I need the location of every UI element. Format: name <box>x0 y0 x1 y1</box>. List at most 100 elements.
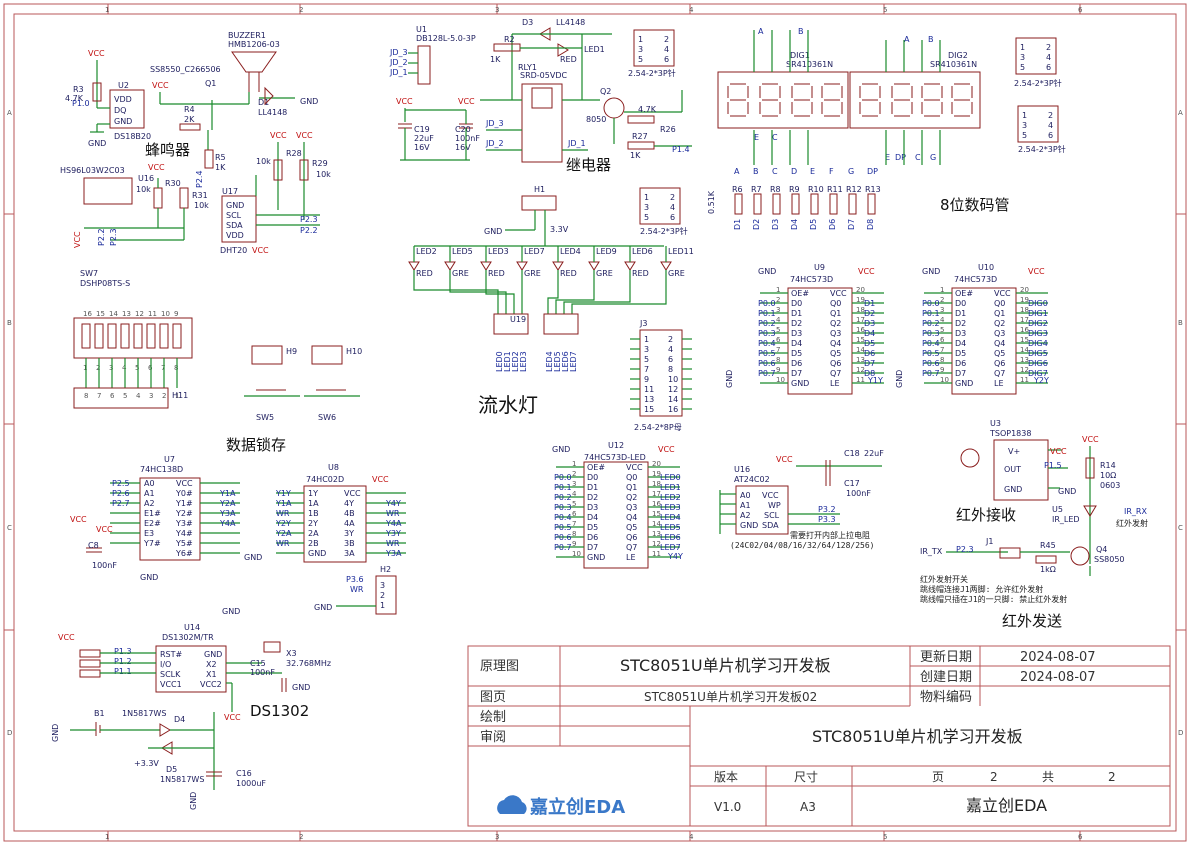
net-ir-tx: IR_TX <box>920 547 943 556</box>
svg-text:OUT: OUT <box>1004 465 1021 474</box>
svg-text:D1: D1 <box>587 483 598 492</box>
svg-text:GND: GND <box>791 379 809 388</box>
svg-text:1: 1 <box>644 193 649 202</box>
sw7-model: DSHP08TS-S <box>80 279 130 288</box>
svg-text:8: 8 <box>940 356 944 364</box>
tb-total: 2 <box>1108 770 1116 784</box>
segment-net: DP <box>867 167 878 176</box>
data-bus-net: P0.4 <box>758 339 776 348</box>
d3-value: LL4148 <box>556 18 585 27</box>
net-gnd: GND <box>51 724 60 742</box>
net-vcc: VCC <box>296 131 313 140</box>
net-vcc: VCC <box>1028 267 1045 276</box>
tb-board: STC8051U单片机学习开发板 <box>812 727 1023 746</box>
output-net: D6 <box>864 349 875 358</box>
h10-ref: H10 <box>346 347 362 356</box>
svg-text:D1: D1 <box>791 309 802 318</box>
svg-text:D6: D6 <box>955 359 966 368</box>
h1-voltage: 3.3V <box>550 225 569 234</box>
eeprom-note: 需要打开内部上拉电阻 <box>790 530 870 540</box>
svg-text:SCLK: SCLK <box>160 670 181 679</box>
net-p32: P3.2 <box>818 505 836 514</box>
data-bus-net: P0.3 <box>554 503 572 512</box>
svg-text:2: 2 <box>664 35 669 44</box>
svg-text:D6: D6 <box>791 359 802 368</box>
svg-text:12: 12 <box>135 310 144 318</box>
resistor-ref: R13 <box>865 185 881 194</box>
svg-text:9: 9 <box>940 366 944 374</box>
gate-net: Y1A <box>275 499 292 508</box>
rly1-model: SRD-05VDC <box>520 71 567 80</box>
svg-text:D5: D5 <box>955 349 966 358</box>
segment-net: D <box>791 167 797 176</box>
svg-text:VDD: VDD <box>114 95 132 104</box>
svg-text:15: 15 <box>1020 336 1029 344</box>
dig2-model: SR410361N <box>930 60 977 69</box>
q4-model: SS8050 <box>1094 555 1125 564</box>
svg-text:3: 3 <box>149 392 153 400</box>
svg-text:D0: D0 <box>791 299 802 308</box>
header-type: 2.54-2*3P针 <box>1018 144 1066 154</box>
svg-text:SDA: SDA <box>762 521 779 530</box>
led1-color: RED <box>560 55 577 64</box>
ds1302-pullups: P1.3 P1.2 P1.1 <box>79 647 156 678</box>
digit-data-net: D4 <box>790 219 799 230</box>
svg-text:11: 11 <box>1020 376 1029 384</box>
dig1-model: SR410361N <box>786 60 833 69</box>
svg-text:8: 8 <box>668 365 673 374</box>
gate-net: WR <box>386 509 400 518</box>
r26-value: 4.7K <box>638 105 657 114</box>
net-vcc: VCC <box>858 267 875 276</box>
h1-ref: H1 <box>534 185 545 194</box>
d5-ref: D5 <box>166 765 177 774</box>
digit-data-net: D6 <box>828 219 837 230</box>
r2-ref: R2 <box>504 35 515 44</box>
tb-page-num: 2 <box>990 770 998 784</box>
row-tick: D <box>1178 729 1183 737</box>
d1-ref: D1 <box>258 98 269 107</box>
tb-version: V1.0 <box>714 800 741 814</box>
u16top-label: U16 <box>138 174 154 183</box>
led-color: RED <box>416 269 433 278</box>
svg-text:15: 15 <box>644 405 654 414</box>
svg-text:E2#: E2# <box>144 519 161 528</box>
ir-note-3: 跳线帽只插在J1的一只脚: 禁止红外发射 <box>920 594 1067 604</box>
seg-e: E <box>754 133 759 142</box>
c18-ref: C18 <box>844 449 860 458</box>
data-bus-net: P0.0 <box>922 299 940 308</box>
data-bus-net: P0.0 <box>758 299 776 308</box>
section-rtc: DS1302 <box>250 702 309 720</box>
output-net: LED3 <box>660 503 681 512</box>
svg-text:7: 7 <box>776 346 780 354</box>
net-vcc: VCC <box>372 475 389 484</box>
c15-ref: C15 <box>250 659 266 668</box>
u7-ref: U7 <box>164 455 175 464</box>
u17-ref: U17 <box>222 187 238 196</box>
output-net: LED4 <box>660 513 681 522</box>
r5-value: 1K <box>215 163 226 172</box>
gate-net: Y1Y <box>275 489 291 498</box>
svg-text:18: 18 <box>652 480 661 488</box>
net-p37: P1.0 <box>72 99 90 108</box>
svg-text:1: 1 <box>940 286 944 294</box>
col-tick: 4 <box>689 6 694 14</box>
net-gnd: GND <box>484 227 502 236</box>
c15-value: 100nF <box>250 668 275 677</box>
led-net: LED4 <box>545 351 554 372</box>
row-tick: A <box>1178 109 1183 117</box>
svg-text:OE#: OE# <box>955 289 973 298</box>
u2-model: DS18B20 <box>114 132 151 141</box>
svg-text:4: 4 <box>668 345 673 354</box>
svg-text:11: 11 <box>644 385 654 394</box>
net-p12: P1.2 <box>114 657 132 666</box>
svg-text:10: 10 <box>776 376 785 384</box>
net-gnd: GND <box>758 267 776 276</box>
section-data-latch: 数据锁存 <box>226 436 286 454</box>
c20-ref: C20 <box>455 125 471 134</box>
svg-text:Q2: Q2 <box>830 319 841 328</box>
svg-text:4B: 4B <box>344 509 355 518</box>
data-bus-net: P0.1 <box>554 483 572 492</box>
svg-text:4A: 4A <box>344 519 355 528</box>
